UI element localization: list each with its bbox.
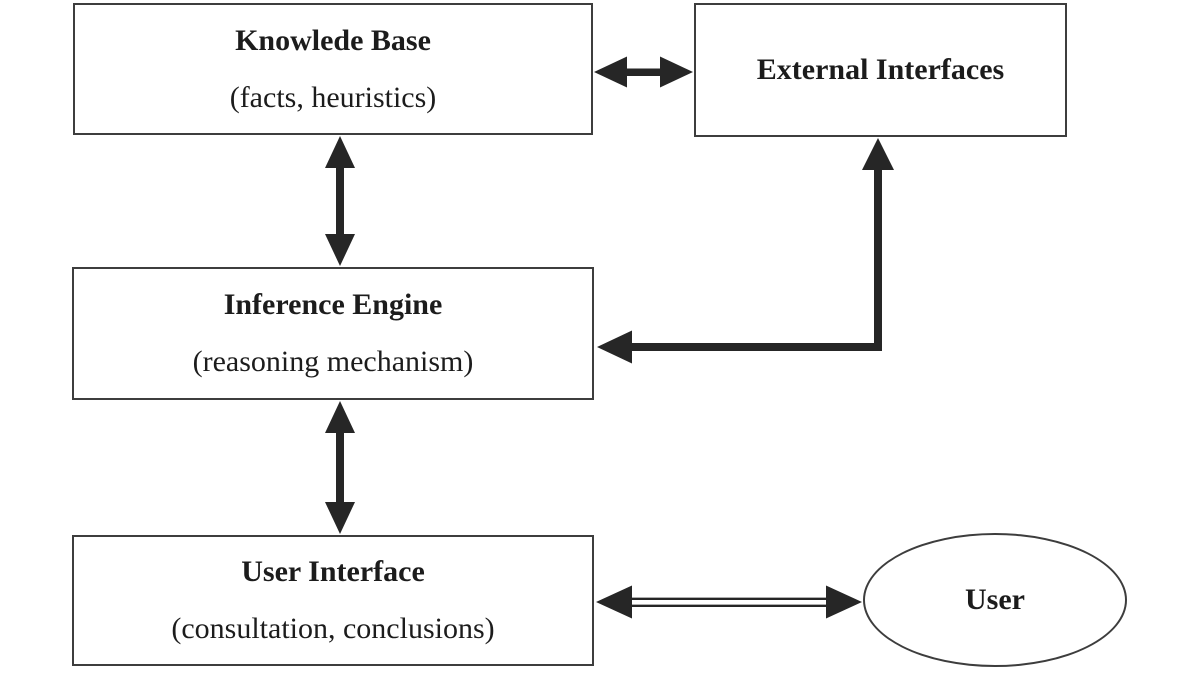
external-interfaces-box: External Interfaces bbox=[694, 3, 1067, 137]
user-interface-box: User Interface (consultation, conclusion… bbox=[72, 535, 594, 666]
kb-ei-double-arrow-icon bbox=[594, 56, 693, 88]
user-interface-title: User Interface bbox=[241, 555, 425, 588]
ui-user-double-line-arrow-icon bbox=[596, 585, 862, 619]
ie-ui-double-arrow-icon bbox=[325, 401, 355, 534]
inference-engine-subtitle: (reasoning mechanism) bbox=[192, 345, 474, 378]
ei-ie-elbow-arrow-icon bbox=[597, 138, 894, 364]
inference-engine-title: Inference Engine bbox=[223, 288, 443, 321]
user-title: User bbox=[965, 583, 1025, 616]
external-interfaces-title: External Interfaces bbox=[756, 53, 1005, 86]
knowledge-base-subtitle: (facts, heuristics) bbox=[229, 80, 437, 114]
user-ellipse: User bbox=[863, 533, 1127, 667]
knowledge-base-title: Knowlede Base bbox=[235, 23, 431, 57]
kb-ie-double-arrow-icon bbox=[325, 136, 355, 266]
knowledge-base-box: Knowlede Base (facts, heuristics) bbox=[73, 3, 593, 135]
user-interface-subtitle: (consultation, conclusions) bbox=[171, 612, 495, 645]
inference-engine-box: Inference Engine (reasoning mechanism) bbox=[72, 267, 594, 400]
